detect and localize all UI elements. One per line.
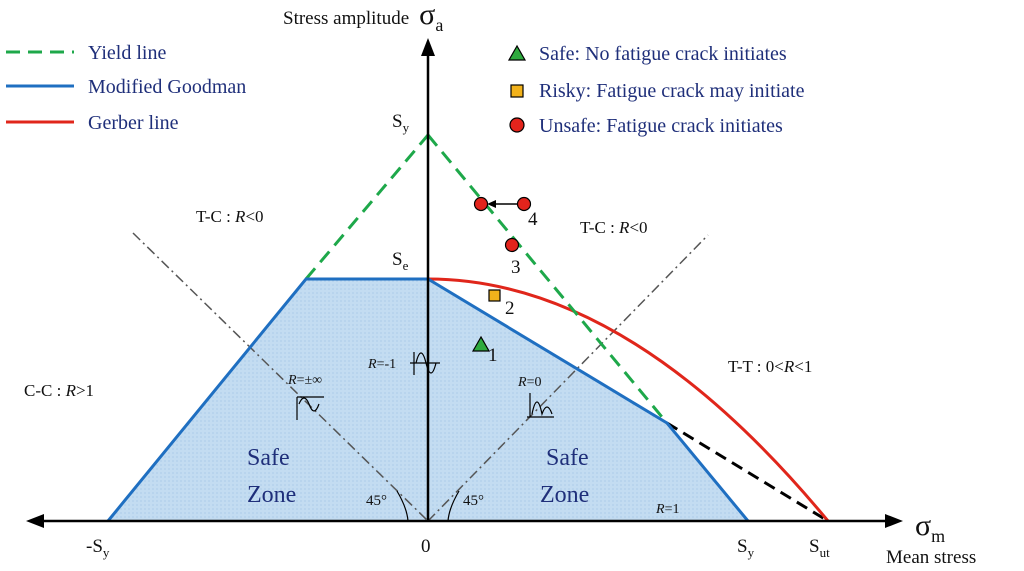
legend-markers: Safe: No fatigue crack initiates Risky: … xyxy=(507,43,805,137)
point-2-label: 2 xyxy=(505,298,515,319)
angle-label-right: 45° xyxy=(463,493,484,509)
legend-safe-triangle-icon xyxy=(507,44,527,61)
tick-sy: Sy xyxy=(737,536,755,560)
safe-zone-left-line1: Safe xyxy=(247,445,290,471)
legend-unsafe-label: Unsafe: Fatigue crack initiates xyxy=(539,115,783,137)
wave-icon-r-inf xyxy=(296,396,324,420)
x-axis-symbol: σm xyxy=(915,509,945,546)
yield-line-right xyxy=(426,134,669,424)
point-4-circle-end xyxy=(516,196,532,212)
gerber-curve xyxy=(427,277,830,522)
legend-safe-label: Safe: No fatigue crack initiates xyxy=(539,43,787,65)
r-label-neg1: R=-1 xyxy=(367,357,396,372)
x-axis-title: Mean stress xyxy=(886,547,976,568)
angle-arc-left xyxy=(396,490,409,522)
legend-lines: Yield line Modified Goodman Gerber line xyxy=(6,42,246,134)
point-3-label: 3 xyxy=(511,257,521,278)
angle-label-left: 45° xyxy=(366,493,387,509)
wave-icon-r-zero xyxy=(527,393,554,418)
region-tc-right: T-C : R<0 xyxy=(580,218,648,237)
legend-unsafe-circle-icon xyxy=(509,117,525,133)
tick-neg-sy: -Sy xyxy=(86,536,110,560)
legend-gerber-label: Gerber line xyxy=(88,112,179,134)
region-cc: C-C : R>1 xyxy=(24,381,94,400)
safe-zone-right-line1: Safe xyxy=(546,445,589,471)
r-line-right xyxy=(427,234,709,522)
x-axis-arrow-left xyxy=(26,514,44,528)
point-1-triangle xyxy=(471,335,491,352)
y-axis-title: Stress amplitude σa xyxy=(283,0,443,35)
legend-risky-label: Risky: Fatigue crack may initiate xyxy=(539,80,805,102)
r-label-one: R=1 xyxy=(655,502,679,517)
point-2-square xyxy=(488,289,501,302)
point-4-circle-start xyxy=(473,196,489,212)
y-axis-arrow xyxy=(421,38,435,56)
point-1-label: 1 xyxy=(488,345,498,366)
goodman-extension-line xyxy=(666,421,829,523)
legend-risky-square-icon xyxy=(510,84,524,98)
region-tc-left: T-C : R<0 xyxy=(196,207,264,226)
region-tt: T-T : 0<R<1 xyxy=(728,357,812,376)
safe-zone-right-line2: Zone xyxy=(540,482,589,508)
r-label-zero: R=0 xyxy=(517,375,541,390)
point-4-label: 4 xyxy=(528,209,538,230)
label-se: Se xyxy=(392,249,409,273)
shift-arrow-head xyxy=(487,200,496,208)
point-3-circle xyxy=(504,237,520,253)
tick-zero: 0 xyxy=(421,536,431,557)
legend-goodman-label: Modified Goodman xyxy=(88,76,246,98)
yield-line-left xyxy=(304,134,430,280)
safe-zone-left-line2: Zone xyxy=(247,482,296,508)
label-sy-top: Sy xyxy=(392,111,410,135)
wave-icon-r-neg1 xyxy=(410,352,440,375)
x-axis-arrow-right xyxy=(885,514,903,528)
r-line-left xyxy=(132,232,429,522)
r-label-inf: R=±∞ xyxy=(287,373,322,388)
angle-arc-right xyxy=(447,490,460,522)
tick-sut: Sut xyxy=(809,536,830,560)
legend-yield-label: Yield line xyxy=(88,42,166,64)
